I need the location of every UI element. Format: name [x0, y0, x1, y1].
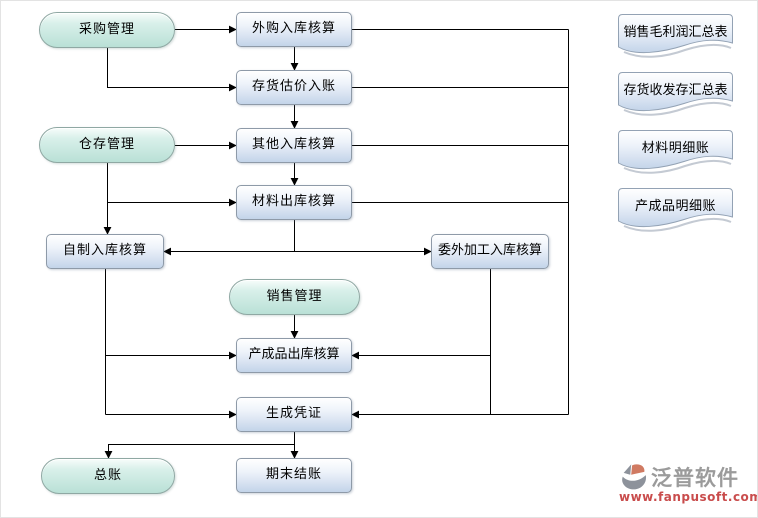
document-shape-icon — [618, 14, 733, 58]
document-shape-icon — [618, 130, 733, 174]
flow-node-warehouse-mgmt: 仓存管理 — [39, 127, 175, 163]
vendor-watermark: 泛普软件 www.fanpusoft.com — [619, 462, 758, 504]
report-doc-sales-gross-profit: 销售毛利润汇总表 — [618, 14, 733, 60]
flow-node-other-inbound: 其他入库核算 — [236, 128, 352, 163]
report-doc-material-ledger: 材料明细账 — [618, 130, 733, 176]
report-label: 产成品明细账 — [634, 198, 716, 214]
flow-node-material-outbound: 材料出库核算 — [236, 185, 352, 220]
flow-node-finished-outbound: 产成品出库核算 — [236, 338, 352, 373]
flow-node-sales-mgmt: 销售管理 — [229, 279, 360, 315]
flow-node-generate-voucher: 生成凭证 — [236, 397, 352, 432]
flow-node-selfmade-inbound: 自制入库核算 — [46, 234, 164, 269]
report-label: 存货收发存汇总表 — [623, 82, 728, 98]
vendor-brand-name: 泛普软件 — [651, 466, 739, 490]
flow-node-purchase-inbound: 外购入库核算 — [236, 12, 352, 47]
report-label: 销售毛利润汇总表 — [623, 24, 728, 40]
fanpu-logo-icon — [622, 463, 647, 489]
report-doc-inventory-in-out: 存货收发存汇总表 — [618, 72, 733, 118]
flow-node-period-end-close: 期末结账 — [236, 458, 352, 493]
flow-node-inventory-valuation: 存货估价入账 — [236, 70, 352, 105]
report-label: 材料明细账 — [641, 140, 710, 156]
vendor-url: www.fanpusoft.com — [619, 490, 758, 504]
flow-node-procurement-mgmt: 采购管理 — [39, 12, 175, 48]
flow-node-general-ledger: 总账 — [41, 458, 175, 494]
flow-node-outsourced-inbound: 委外加工入库核算 — [431, 234, 549, 269]
report-doc-finished-goods-ledger: 产成品明细账 — [618, 188, 733, 234]
document-shape-icon — [618, 72, 733, 116]
document-shape-icon — [618, 188, 733, 232]
